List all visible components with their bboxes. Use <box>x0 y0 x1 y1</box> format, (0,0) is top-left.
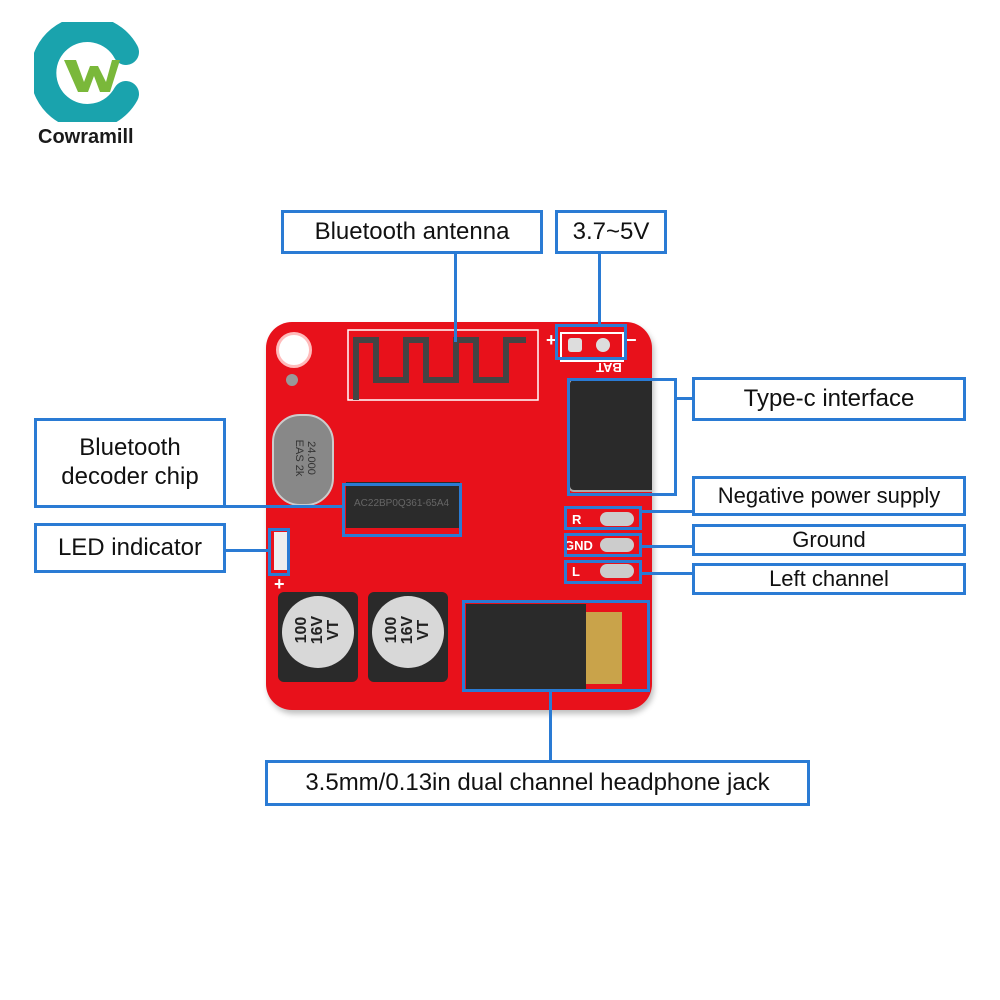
chip-marking: AC22BP0Q361-65A4 <box>354 498 450 509</box>
cap-voltage: 16V <box>399 615 416 645</box>
via <box>286 374 298 386</box>
voltage-leader <box>598 252 601 324</box>
crystal-oscillator: 24.000 EAS 2k <box>272 414 334 506</box>
label-antenna: Bluetooth antenna <box>281 210 543 254</box>
label-voltage: 3.7~5V <box>555 210 667 254</box>
label-decoder-line1: Bluetooth <box>79 434 181 462</box>
led <box>274 532 288 570</box>
chip-highlight <box>342 483 462 537</box>
ground-leader <box>642 545 694 548</box>
cap-value: 100 <box>383 616 400 644</box>
headphone-jack-contact <box>586 612 622 684</box>
label-negative: Negative power supply <box>692 476 966 516</box>
label-ground: Ground <box>692 524 966 556</box>
silk-led-plus: + <box>274 574 285 594</box>
label-decoder-line2: decoder chip <box>61 463 199 490</box>
typec-highlight <box>567 378 677 496</box>
silk-l: L <box>572 564 580 579</box>
capacitor-1: 100 16V VT <box>278 592 358 682</box>
decoder-chip: AC22BP0Q361-65A4 <box>346 482 460 528</box>
brand-name: Cowramill <box>38 126 134 148</box>
silk-minus: − <box>626 330 637 350</box>
label-left: Left channel <box>692 563 966 595</box>
mounting-hole <box>276 332 312 368</box>
silk-r: R <box>572 512 582 527</box>
silk-gnd: GND <box>564 538 593 553</box>
label-decoder: Bluetooth decoder chip <box>34 418 226 508</box>
battery-pads <box>560 332 624 362</box>
left-leader <box>642 572 694 575</box>
typec-leader <box>677 397 693 400</box>
crystal-mark: EAS 2k <box>293 439 305 477</box>
negative-leader <box>642 510 694 513</box>
led-highlight <box>268 528 290 576</box>
pad-l <box>600 564 634 578</box>
led-leader <box>226 549 270 552</box>
cap-series: VT <box>325 619 342 641</box>
jack-leader <box>549 690 552 764</box>
decoder-leader <box>224 505 344 508</box>
logo-w-icon <box>64 60 120 92</box>
gnd-pad-highlight <box>564 533 642 557</box>
headphone-jack-body <box>466 604 586 692</box>
antenna-leader <box>454 252 457 342</box>
label-typec: Type-c interface <box>692 377 966 421</box>
label-led: LED indicator <box>34 523 226 573</box>
typec-port <box>568 378 652 492</box>
jack-highlight <box>462 600 650 692</box>
silk-bat: BAT <box>596 360 622 375</box>
capacitor-2: 100 16V VT <box>368 592 448 682</box>
antenna-trace-icon <box>347 329 539 401</box>
r-pad-highlight <box>564 506 642 530</box>
pad-gnd <box>600 538 634 552</box>
voltage-highlight <box>555 324 627 360</box>
crystal-freq: 24.000 <box>305 441 317 475</box>
silk-plus: + <box>546 330 557 350</box>
cap-voltage: 16V <box>309 615 326 645</box>
cap-value: 100 <box>293 616 310 644</box>
pad-r <box>600 512 634 526</box>
label-jack: 3.5mm/0.13in dual channel headphone jack <box>265 760 810 806</box>
cap-series: VT <box>415 619 432 641</box>
logo-c-icon <box>34 22 139 122</box>
l-pad-highlight <box>564 560 642 584</box>
